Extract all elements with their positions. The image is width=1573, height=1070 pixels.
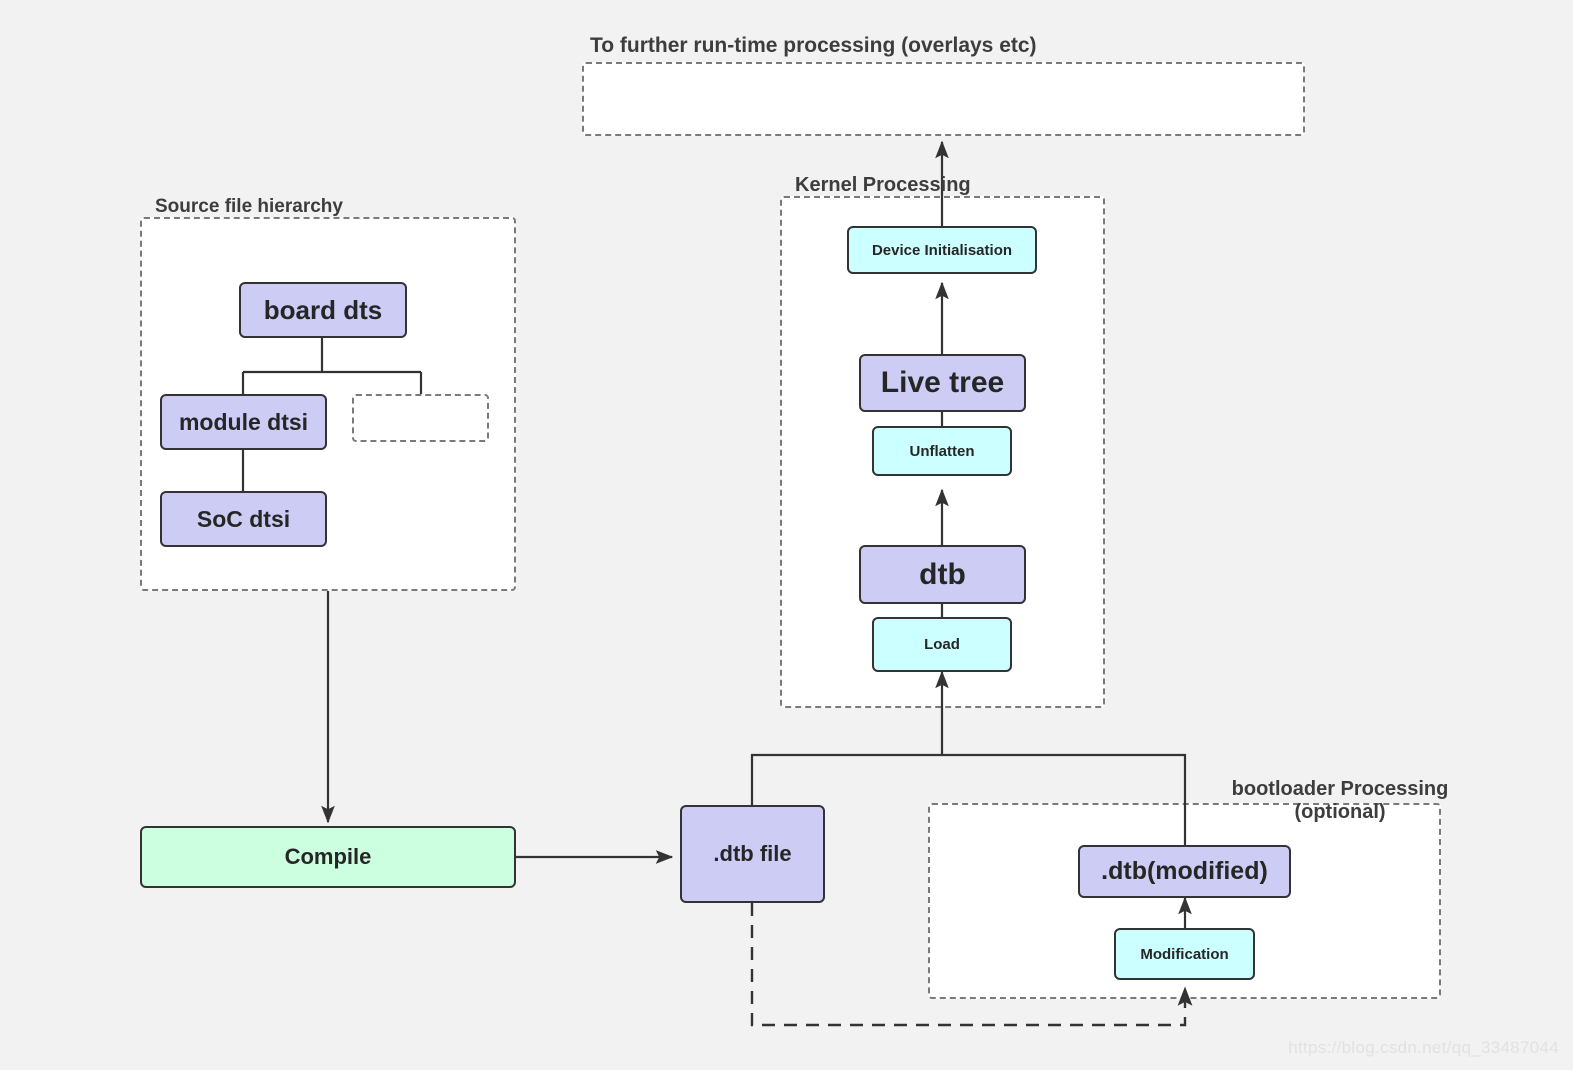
- watermark-url: https://blog.csdn.net/qq_33487044: [1288, 1038, 1559, 1057]
- node-compile-label: Compile: [284, 844, 372, 869]
- group-runtime-processing: [582, 62, 1305, 136]
- node-dtb-label: dtb: [919, 557, 966, 591]
- group-runtime-processing-title: To further run-time processing (overlays…: [590, 34, 1037, 57]
- node-dtb-file-label: .dtb file: [713, 841, 792, 866]
- node-load[interactable]: Load: [872, 617, 1012, 672]
- node-board-dts-label: board dts: [263, 294, 383, 325]
- node-dtb-modified[interactable]: .dtb(modified): [1078, 845, 1291, 898]
- edge-source-tree: [241, 338, 423, 491]
- node-modification-label: Modification: [1140, 945, 1229, 963]
- node-module-dtsi-label: module dtsi: [178, 408, 309, 435]
- group-bootloader-processing-title: bootloader Processing (optional): [1231, 778, 1449, 823]
- node-soc-dtsi-label: SoC dtsi: [196, 505, 291, 532]
- edge-dtb-file-to-modification-dashed: [750, 903, 1193, 1027]
- node-module-dtsi[interactable]: module dtsi: [160, 394, 327, 450]
- node-live-tree-label: Live tree: [880, 366, 1005, 399]
- node-unflatten[interactable]: Unflatten: [872, 426, 1012, 476]
- node-placeholder-dtsi[interactable]: [352, 394, 489, 442]
- node-device-initialisation-label: Device Initialisation: [871, 241, 1013, 259]
- node-compile[interactable]: Compile: [140, 826, 516, 888]
- group-kernel-processing-title: Kernel Processing: [795, 174, 971, 196]
- node-soc-dtsi[interactable]: SoC dtsi: [160, 491, 327, 547]
- node-live-tree[interactable]: Live tree: [859, 354, 1026, 412]
- node-dtb[interactable]: dtb: [859, 545, 1026, 604]
- group-source-file-hierarchy-title: Source file hierarchy: [155, 196, 343, 217]
- edge-dtb-file-to-dtb-modified: [750, 753, 1187, 845]
- node-dtb-file[interactable]: .dtb file: [680, 805, 825, 903]
- node-board-dts[interactable]: board dts: [239, 282, 407, 338]
- node-unflatten-label: Unflatten: [909, 442, 975, 460]
- node-device-initialisation[interactable]: Device Initialisation: [847, 226, 1037, 274]
- node-dtb-modified-label: .dtb(modified): [1101, 857, 1268, 885]
- node-load-label: Load: [924, 636, 960, 653]
- node-modification[interactable]: Modification: [1114, 928, 1255, 980]
